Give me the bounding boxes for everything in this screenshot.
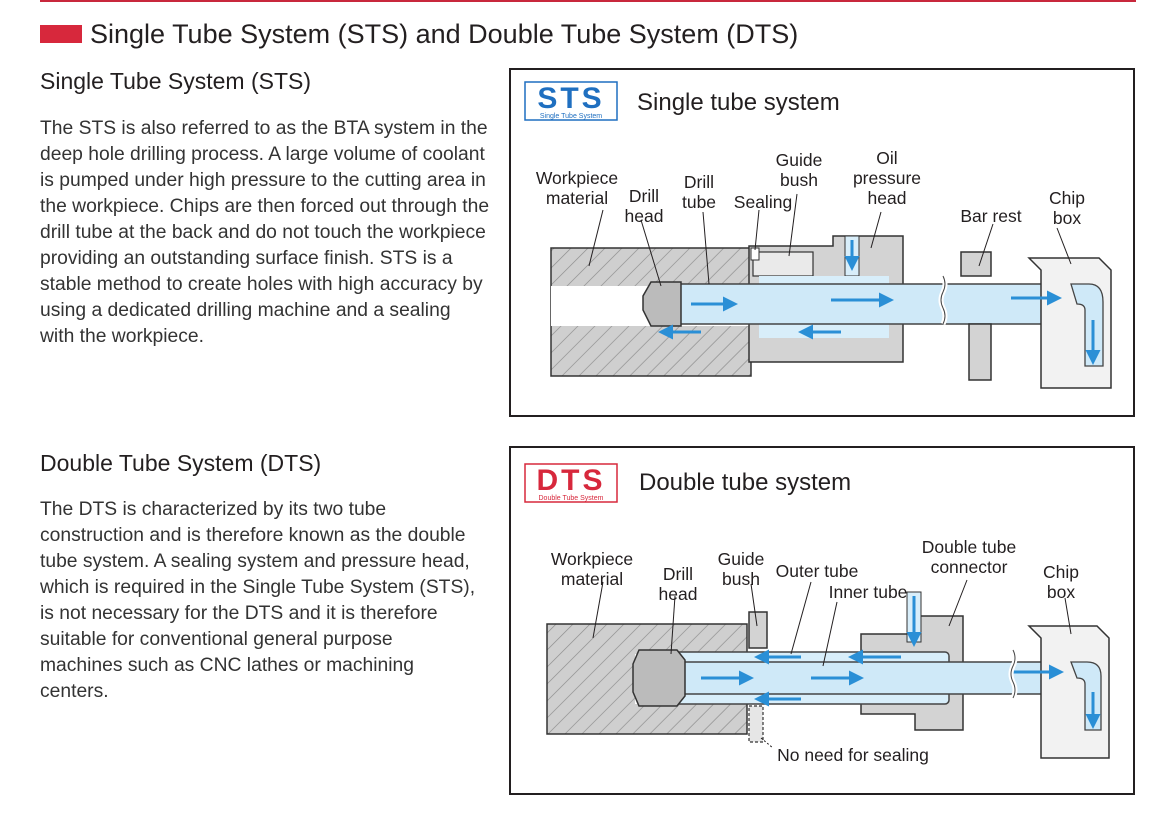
sts-label-oil-head-3: head (868, 188, 907, 208)
dts-diagram-panel: DTS Double Tube System Double tube syste… (509, 446, 1135, 795)
dts-break-line (1010, 649, 1016, 699)
sts-chip-box-tube (1070, 283, 1104, 367)
sts-bar-rest-bottom (968, 323, 992, 381)
dts-badge-frame (524, 463, 618, 503)
sts-leader-drill-head (640, 219, 662, 287)
dts-label-chip-box-1: Chip (1043, 562, 1079, 582)
sts-label-bar-rest: Bar rest (960, 206, 1021, 226)
dts-leader-inner-tube (822, 601, 838, 667)
sts-label-chip-box-2: box (1053, 208, 1081, 228)
dts-leader-workpiece (592, 581, 604, 639)
sts-bar-rest-top (960, 251, 992, 277)
sts-badge-subtext: Single Tube System (540, 113, 602, 120)
sts-label-drill-head-1: Drill (629, 186, 659, 206)
dts-no-sealing-area (748, 705, 764, 743)
dts-label-connector-1: Double tube (922, 537, 1016, 557)
dts-heading: Double Tube System (DTS) (40, 450, 322, 476)
sts-leader-drill-tube (702, 211, 710, 285)
dts-badge-subtext: Double Tube System (539, 495, 604, 502)
dts-diagram-title: Double tube system (639, 469, 851, 496)
sts-drill-head (642, 281, 682, 327)
sts-label-workpiece-2: material (546, 188, 608, 208)
sts-label-guide-bush-1: Guide (776, 150, 823, 170)
dts-leader-guide-bush (750, 583, 758, 627)
sts-label-workpiece-1: Workpiece (536, 168, 618, 188)
dts-leader-no-sealing (760, 737, 774, 749)
dts-diagram: DTS Double Tube System Double tube syste… (524, 463, 1110, 765)
dts-drill-head (632, 649, 686, 707)
sts-label-drill-head-2: head (625, 206, 664, 226)
page-title: Single Tube System (STS) and Double Tube… (90, 18, 799, 49)
dts-leaders (592, 579, 1072, 749)
dts-guide-bush (748, 611, 768, 649)
sts-description: The STS is also referred to as the BTA s… (40, 118, 490, 347)
dts-description: The DTS is characterized by its two tube… (40, 499, 476, 702)
sts-label-drill-tube-1: Drill (684, 172, 714, 192)
sts-leader-chip-box (1056, 227, 1072, 265)
top-rule (40, 0, 1136, 2)
dts-label-drill-head-1: Drill (663, 564, 693, 584)
dts-label-guide-bush-2: bush (722, 569, 760, 589)
dts-label-outer-tube: Outer tube (776, 561, 859, 581)
sts-leaders (588, 193, 1072, 287)
sts-diagram: STS Single Tube System Single tube syste… (524, 81, 1112, 389)
sts-label-oil-head-1: Oil (876, 148, 897, 168)
sts-leader-workpiece (588, 209, 604, 267)
dts-label-no-sealing: No need for sealing (777, 745, 929, 765)
sts-label-chip-box-1: Chip (1049, 188, 1085, 208)
dts-leader-drill-head (670, 595, 676, 655)
sts-break-line (940, 275, 946, 325)
sts-label-oil-head-2: pressure (853, 168, 921, 188)
dts-leader-outer-tube (790, 581, 812, 655)
dts-label-guide-bush-1: Guide (718, 549, 765, 569)
dts-leader-connector (948, 579, 968, 627)
sts-heading: Single Tube System (STS) (40, 68, 311, 94)
dts-label-chip-box-2: box (1047, 582, 1075, 602)
sts-badge-frame (524, 81, 618, 121)
dts-label-workpiece-1: Workpiece (551, 549, 633, 569)
sts-leader-guide-bush (788, 193, 798, 257)
sts-flow-arrows (658, 240, 1101, 365)
dts-leader-chip-box (1064, 597, 1072, 635)
dts-flow-arrows (701, 596, 1101, 729)
dts-label-workpiece-2: material (561, 569, 623, 589)
sts-label-guide-bush-2: bush (780, 170, 818, 190)
sts-leader-sealing (754, 209, 760, 251)
sts-guide-bush (752, 251, 814, 277)
sts-label-sealing: Sealing (734, 192, 792, 212)
page-header: Single Tube System (STS) and Double Tube… (40, 14, 798, 54)
dts-badge-text: DTS (537, 464, 606, 497)
dts-label-inner-tube: Inner tube (829, 582, 908, 602)
sts-leader-oil-head (870, 211, 882, 249)
sts-diagram-panel: STS Single Tube System Single tube syste… (509, 68, 1135, 417)
sts-badge-text: STS (537, 82, 604, 115)
sts-leader-bar-rest (978, 223, 994, 267)
title-accent-bar (40, 25, 82, 43)
sts-badge: STS Single Tube System (524, 81, 618, 121)
dts-badge: DTS Double Tube System (524, 463, 618, 503)
dts-label-connector-2: connector (931, 557, 1008, 577)
dts-label-drill-head-2: head (659, 584, 698, 604)
sts-diagram-title: Single tube system (637, 89, 840, 116)
sts-label-drill-tube-2: tube (682, 192, 716, 212)
